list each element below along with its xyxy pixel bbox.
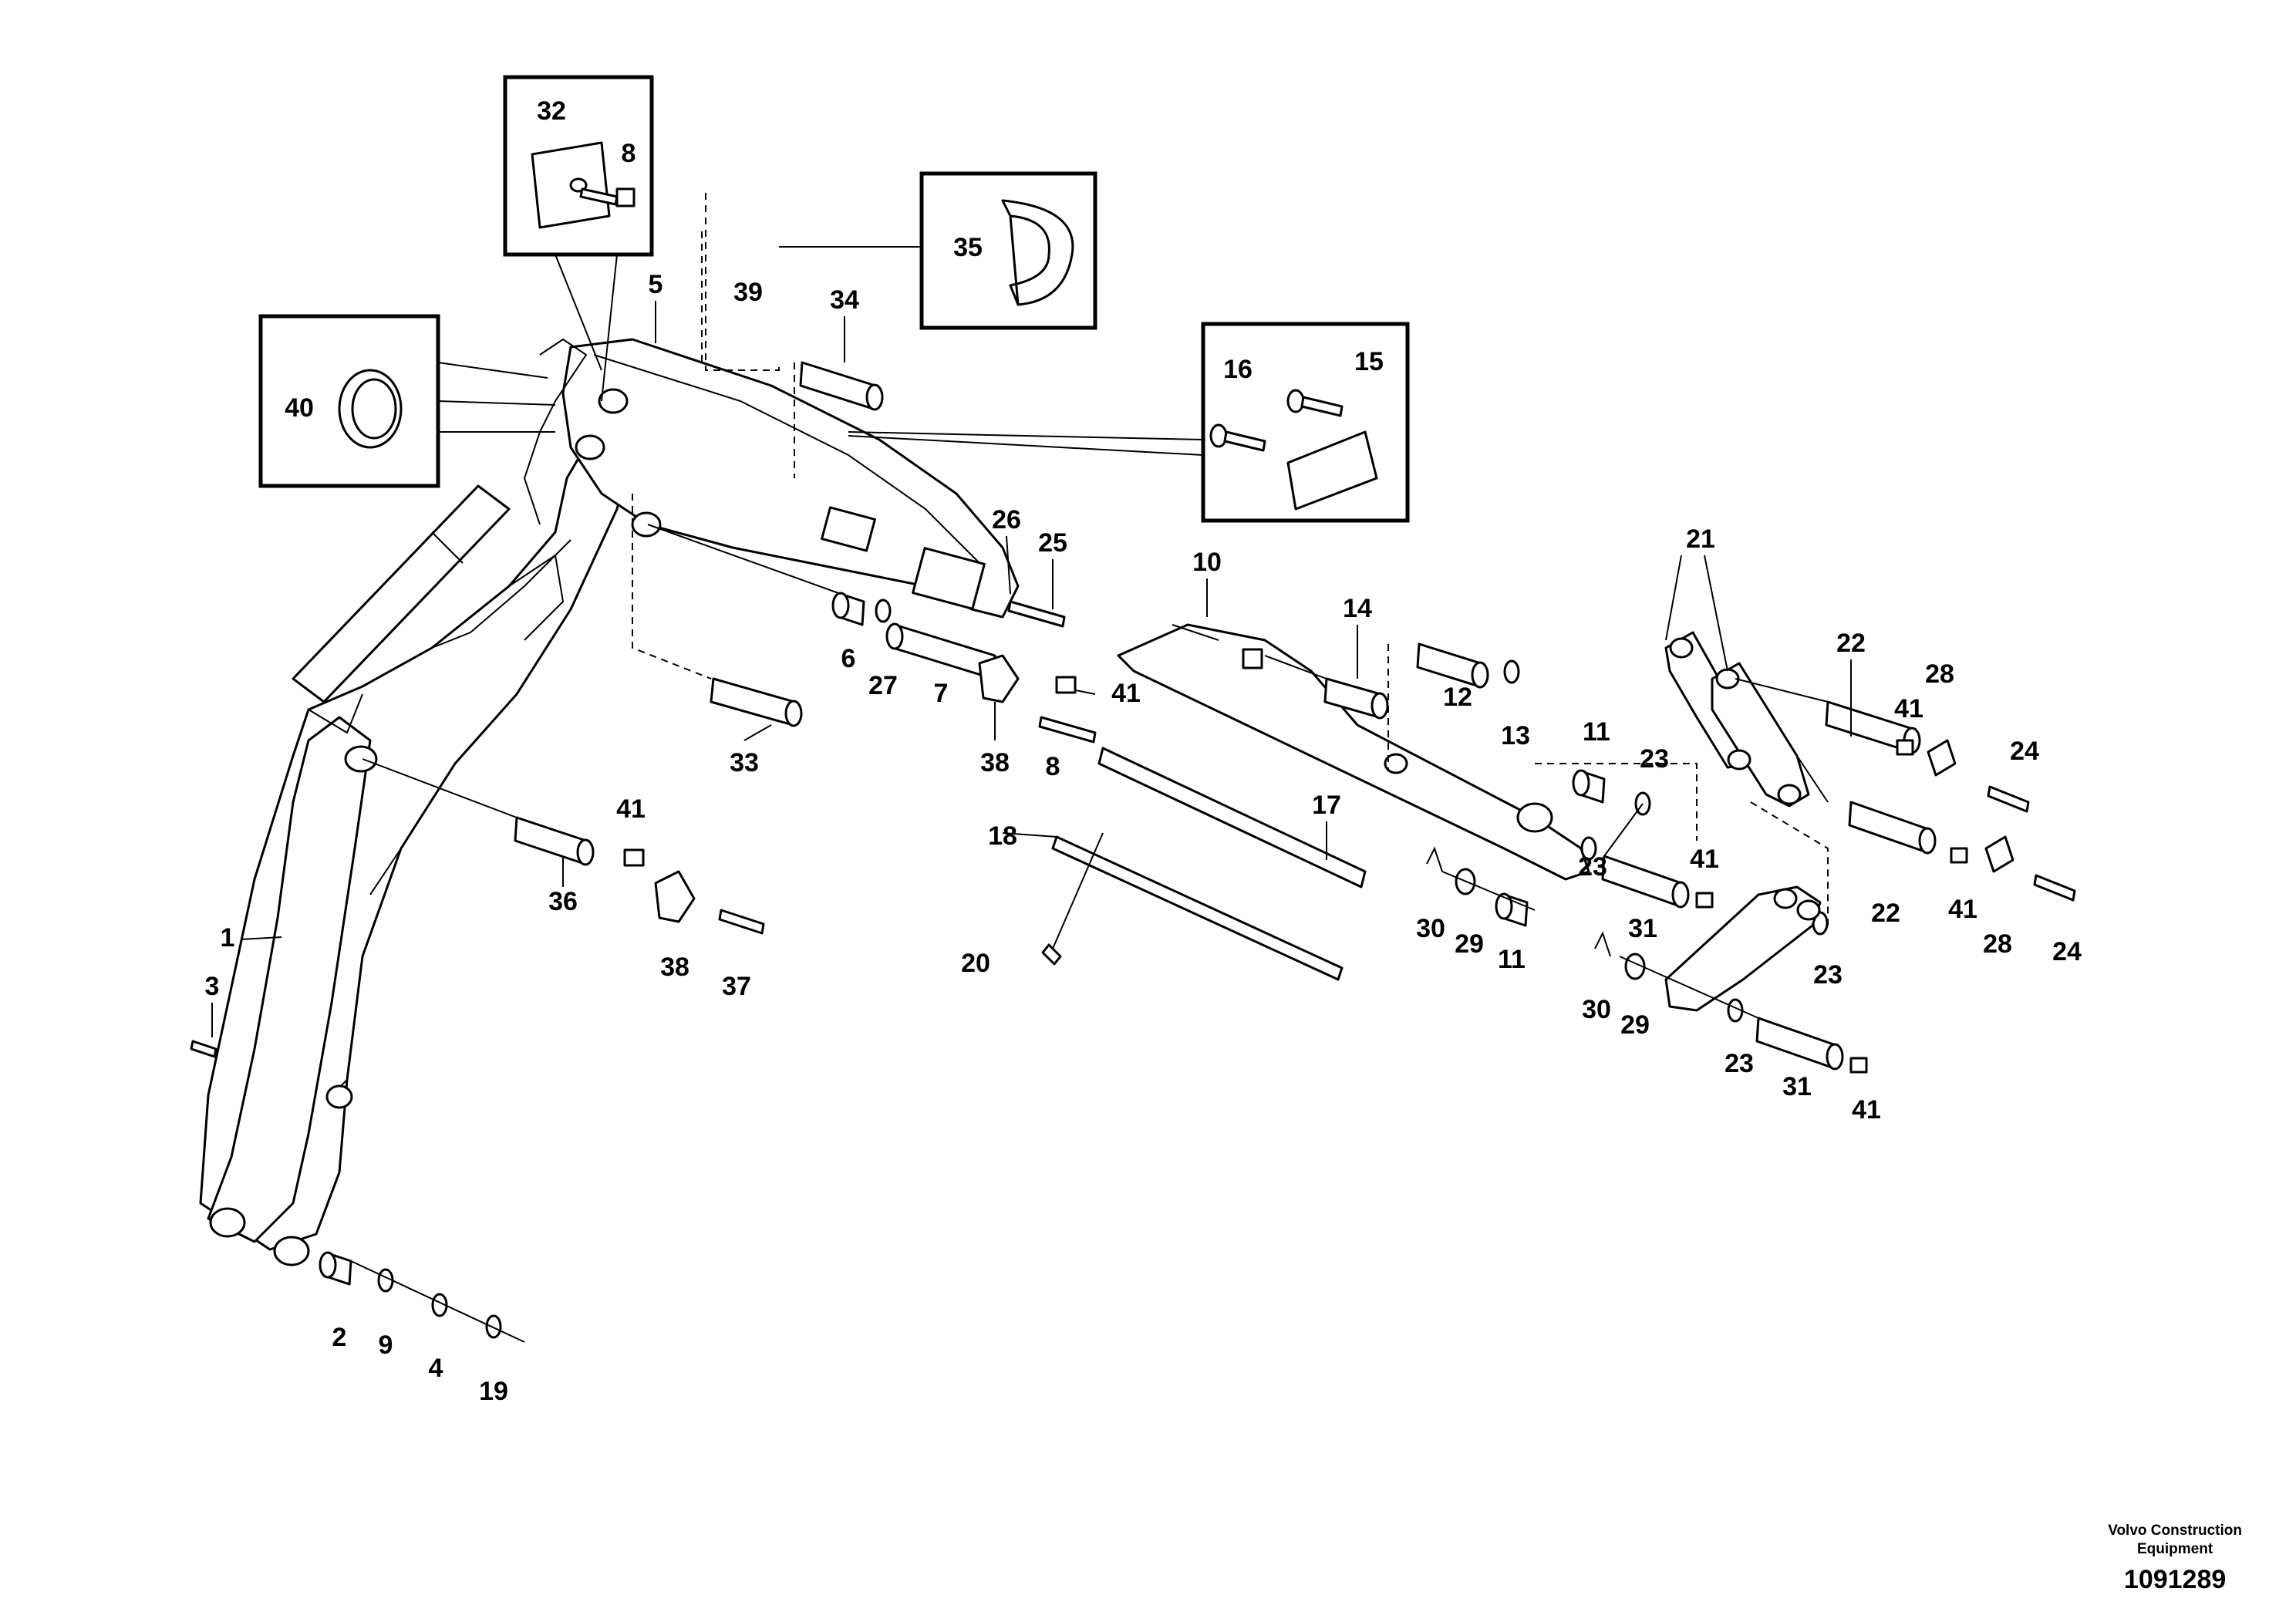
callout-23-d: 23 bbox=[1725, 1049, 1754, 1078]
drawing-footer: Volvo Construction Equipment 1091289 bbox=[2108, 1522, 2242, 1595]
callout-23-b: 23 bbox=[1578, 852, 1607, 882]
callout-31-upper: 31 bbox=[1628, 914, 1657, 943]
callout-19: 19 bbox=[479, 1377, 508, 1406]
callout-22-upper: 22 bbox=[1836, 629, 1866, 658]
callout-36: 36 bbox=[548, 887, 578, 916]
callout-27: 27 bbox=[868, 671, 898, 700]
boom bbox=[199, 400, 634, 1266]
callout-1: 1 bbox=[221, 923, 235, 953]
callout-40: 40 bbox=[285, 393, 314, 423]
callout-32: 32 bbox=[537, 96, 566, 126]
callout-34: 34 bbox=[830, 285, 859, 315]
callout-4: 4 bbox=[429, 1354, 443, 1383]
callout-20: 20 bbox=[961, 949, 990, 978]
callout-33: 33 bbox=[730, 748, 759, 777]
inset-40 bbox=[258, 314, 556, 488]
callout-10: 10 bbox=[1192, 548, 1222, 577]
callout-26: 26 bbox=[992, 505, 1021, 534]
callout-28-upper: 28 bbox=[1925, 659, 1954, 689]
callout-41-f: 41 bbox=[1852, 1095, 1881, 1125]
callout-41-b: 41 bbox=[1111, 679, 1141, 708]
callout-23-a: 23 bbox=[1640, 744, 1669, 774]
arm bbox=[523, 338, 1020, 619]
callout-15: 15 bbox=[1354, 347, 1384, 376]
callout-29-lower: 29 bbox=[1620, 1010, 1650, 1040]
callout-5: 5 bbox=[649, 270, 663, 299]
callout-41-e: 41 bbox=[1948, 895, 1977, 924]
bucket-cylinder bbox=[1117, 623, 1590, 881]
callout-8: 8 bbox=[1046, 752, 1060, 781]
callout-21: 21 bbox=[1686, 524, 1715, 554]
assembly-lines bbox=[350, 193, 1829, 1343]
callout-7: 7 bbox=[934, 679, 949, 708]
inset-35 bbox=[779, 171, 1097, 330]
callout-2: 2 bbox=[332, 1323, 347, 1352]
callouts: 1 2 3 4 5 6 7 8 8 9 10 11 11 12 13 14 15… bbox=[205, 96, 2082, 1406]
brand-line-2: Equipment bbox=[2137, 1541, 2213, 1557]
inset-32 bbox=[503, 75, 654, 402]
callout-30-lower: 30 bbox=[1582, 995, 1611, 1024]
callout-12: 12 bbox=[1443, 683, 1472, 712]
callout-13: 13 bbox=[1501, 721, 1530, 750]
callout-31-lower: 31 bbox=[1782, 1072, 1812, 1101]
callout-9: 9 bbox=[379, 1330, 393, 1360]
callout-28-lower: 28 bbox=[1983, 929, 2012, 959]
brand-line-1: Volvo Construction bbox=[2108, 1523, 2242, 1539]
callout-38-upper: 38 bbox=[980, 748, 1010, 777]
callout-38-lower: 38 bbox=[660, 953, 689, 982]
callout-16: 16 bbox=[1223, 355, 1253, 384]
callout-18: 18 bbox=[988, 821, 1017, 851]
callout-11-lower: 11 bbox=[1498, 945, 1526, 974]
callout-30-upper: 30 bbox=[1416, 914, 1445, 943]
callout-3: 3 bbox=[205, 972, 220, 1001]
small-parts bbox=[190, 361, 2076, 1339]
callout-29-upper: 29 bbox=[1455, 929, 1484, 959]
callout-41-c: 41 bbox=[1690, 845, 1719, 874]
wear-strips bbox=[1041, 747, 1367, 981]
callout-24-lower: 24 bbox=[2052, 937, 2082, 966]
callout-41-d: 41 bbox=[1894, 694, 1923, 723]
callout-23-c: 23 bbox=[1813, 960, 1843, 990]
label-leaders bbox=[211, 301, 1852, 1037]
drawing-number: 1091289 bbox=[2123, 1565, 2227, 1594]
callout-17: 17 bbox=[1312, 791, 1341, 820]
callout-24-upper: 24 bbox=[2010, 737, 2039, 766]
links bbox=[1664, 631, 1822, 1012]
callout-41-a: 41 bbox=[616, 794, 646, 824]
callout-11-upper: 11 bbox=[1583, 717, 1610, 747]
callout-14: 14 bbox=[1343, 594, 1372, 623]
callout-25: 25 bbox=[1038, 528, 1067, 558]
callout-39: 39 bbox=[733, 278, 763, 307]
callout-22-lower: 22 bbox=[1871, 899, 1900, 928]
callout-6: 6 bbox=[841, 644, 856, 673]
callout-35: 35 bbox=[953, 233, 983, 262]
callout-8-inset: 8 bbox=[622, 139, 636, 168]
callout-37: 37 bbox=[722, 972, 751, 1001]
inset-15-16 bbox=[848, 322, 1410, 523]
